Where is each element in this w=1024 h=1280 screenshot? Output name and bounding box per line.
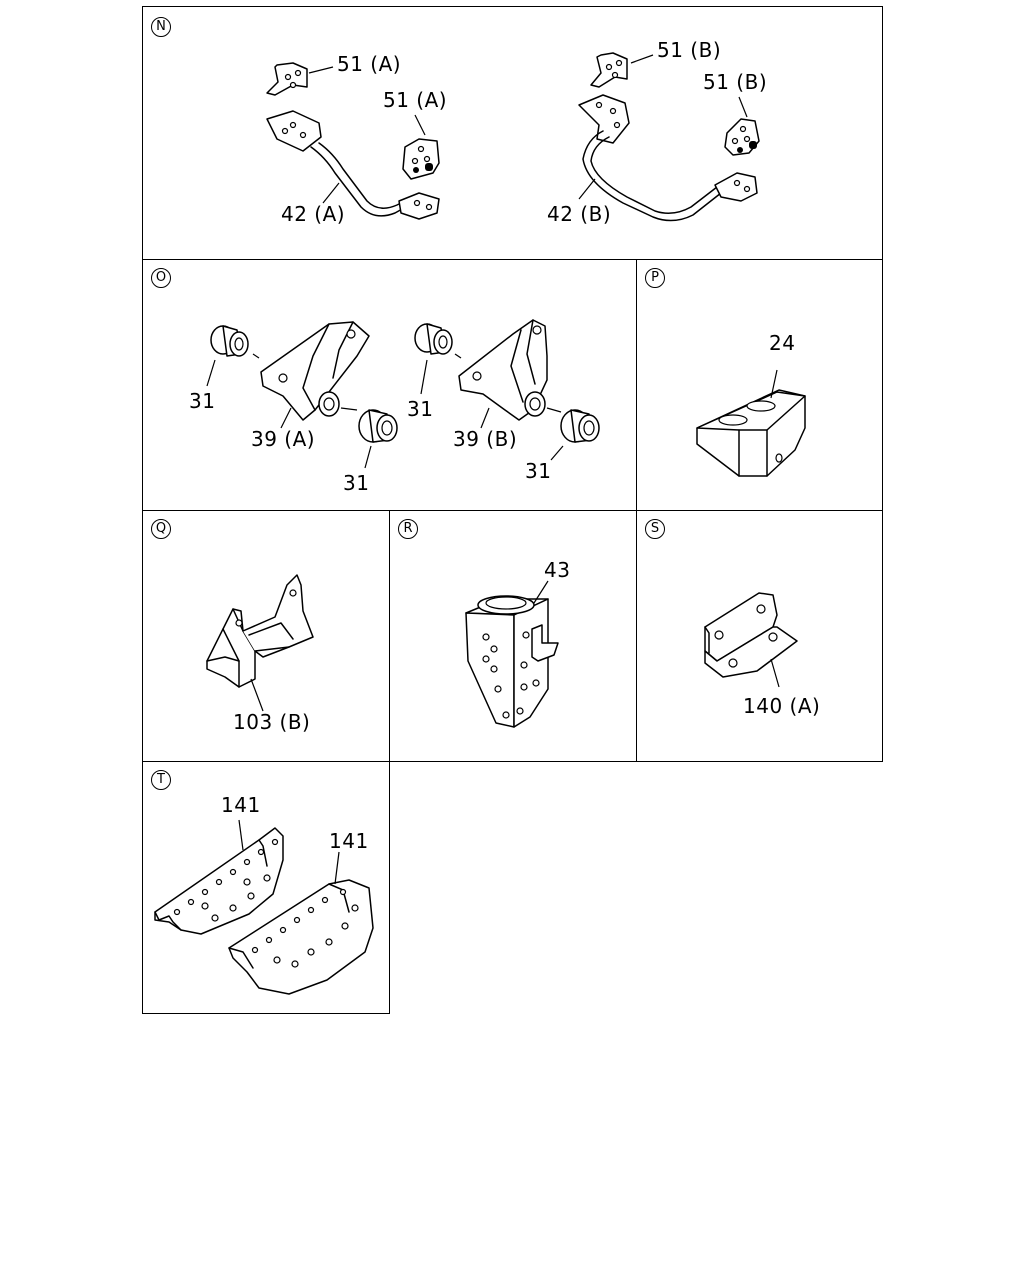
part-label: 141 [329,829,369,853]
part-label: 24 [769,331,796,355]
bracket-51b-top [590,52,628,88]
part-label: 51 (B) [657,38,722,62]
bracket-24-drawing [696,369,806,477]
bush-31 [414,323,453,355]
panel-badge: N [151,17,171,37]
bracket-43 [465,595,559,728]
bracket-51a-right [402,138,440,180]
part-label: 31 [407,397,434,421]
stabilizer-a-drawing [266,52,760,222]
bracket-140a [704,592,798,678]
bush-31 [358,409,398,443]
part-label: 140 (A) [743,694,821,718]
panel-badge: R [398,519,418,539]
panel-s: S 140 (A) [636,510,883,762]
bracket-24 [696,389,806,477]
part-label: 31 [525,459,552,483]
bracket-141-upper [154,827,284,935]
panel-n: N [142,6,883,260]
bracket-141-lower [228,879,374,995]
panel-r: R 43 [389,510,637,762]
panel-badge: S [645,519,665,539]
bracket-39a [260,321,370,421]
part-label: 42 (B) [547,202,612,226]
bracket-39b [458,319,562,421]
panel-o: O [142,259,637,511]
part-label: 141 [221,793,261,817]
panel-t: T 141 141 [142,761,390,1014]
bush-31 [560,409,600,443]
stabilizer-bar-42a [266,110,440,220]
part-label: 39 (A) [251,427,316,451]
panel-p: P 24 [636,259,883,511]
panel-badge: P [645,268,665,288]
part-label: 39 (B) [453,427,518,451]
bracket-103b-drawing [206,574,314,712]
part-label: 51 (B) [703,70,768,94]
bracket-51a-top [266,62,308,96]
bracket-140a-drawing [704,592,798,688]
panel-badge: O [151,268,171,288]
bush-31 [210,325,249,357]
stabilizer-bar-42b [578,94,758,222]
part-label: 43 [544,558,571,582]
panel-badge: T [151,770,171,790]
bracket-bush-drawing [206,319,600,469]
bracket-43-drawing [465,580,559,728]
part-label: 103 (B) [233,710,311,734]
part-label: 51 (A) [337,52,402,76]
part-label: 51 (A) [383,88,448,112]
bracket-141-drawing [154,819,374,995]
panel-q: Q 103 (B) [142,510,390,762]
bracket-103b [206,574,314,688]
bracket-51b-right [724,118,760,156]
panel-badge: Q [151,519,171,539]
part-label: 31 [343,471,370,495]
part-label: 42 (A) [281,202,346,226]
part-label: 31 [189,389,216,413]
